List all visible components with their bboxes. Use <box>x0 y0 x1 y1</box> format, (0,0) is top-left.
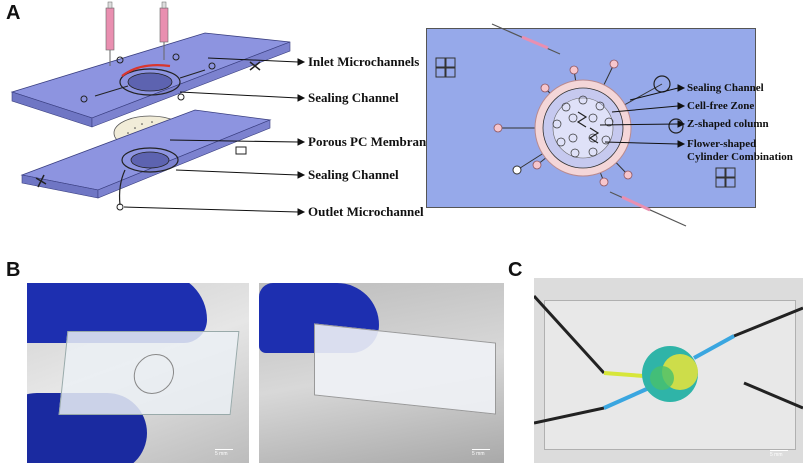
z-column-2 <box>588 127 600 144</box>
tubing-4 <box>743 381 803 410</box>
port-4 <box>116 56 124 64</box>
label-sealing-channel-top: Sealing Channel <box>308 90 399 105</box>
scale-bar-b1: 5 mm <box>215 449 233 457</box>
inlet-channel-1 <box>94 85 129 97</box>
alignment-cross-2 <box>35 174 47 188</box>
bottom-chamber <box>130 151 170 169</box>
label-cell-free-zone: Cell-free Zone <box>687 100 755 112</box>
photo-b-left: 5 mm <box>27 283 249 463</box>
panel-label-a: A <box>6 2 21 24</box>
label-porous-membrane: Porous PC Membrane <box>308 134 426 149</box>
photo-c: 5 mm <box>534 278 803 463</box>
flower-cylinders <box>552 95 614 158</box>
bottom-sealing-ring <box>121 147 179 173</box>
yellow-channel <box>603 371 645 378</box>
top-chamber <box>127 72 173 92</box>
label-z-shaped-column: Z-shaped column <box>687 118 769 130</box>
tubing-2 <box>534 406 605 425</box>
large-port-2 <box>668 118 684 134</box>
label-sealing-channel-bottom: Sealing Channel <box>308 167 399 182</box>
photo-b-right: 5 mm <box>259 283 504 463</box>
top-sealing-ring <box>119 68 181 96</box>
label-flower-shaped: Flower-shaped <box>687 138 757 150</box>
tubing-1 <box>534 294 606 375</box>
inlet-channel-red <box>121 64 171 77</box>
port-white <box>512 165 522 175</box>
top-view-alignment-mark-2 <box>715 167 736 188</box>
alignment-mark-2 <box>235 146 247 155</box>
panel-label-c: C <box>508 259 523 281</box>
chip-photo-2 <box>314 323 496 415</box>
chip-photo-1-chamber <box>131 354 176 394</box>
tubing-3 <box>733 306 803 338</box>
ports-pink <box>493 59 633 187</box>
blue-channel-1 <box>603 386 650 410</box>
port-3 <box>172 53 180 61</box>
outlet-channel <box>118 169 126 206</box>
scale-bar-b2: 5 mm <box>472 449 490 457</box>
photo-c-overlay <box>534 294 803 425</box>
port-5 <box>177 93 185 101</box>
label-inlet-microchannels: Inlet Microchannels <box>308 54 420 69</box>
label-top-sealing-channel: Sealing Channel <box>687 82 764 94</box>
outlet-port <box>116 203 124 211</box>
alignment-cross-1 <box>249 61 261 71</box>
z-column-1 <box>576 111 588 128</box>
scale-bar-c: 5 mm <box>770 450 788 458</box>
chip-photo-1 <box>58 331 240 415</box>
port-2 <box>208 62 216 70</box>
label-outlet-microchannel: Outlet Microchannel <box>308 204 424 219</box>
port-1 <box>80 95 88 103</box>
top-layer-edge-side <box>91 41 291 128</box>
panel-label-b: B <box>6 259 21 281</box>
top-view-alignment-mark-1 <box>435 57 456 78</box>
inlet-channel-2 <box>179 69 206 79</box>
label-cylinder-combination: Cylinder Combination <box>687 151 793 163</box>
blue-channel-2 <box>693 334 735 360</box>
